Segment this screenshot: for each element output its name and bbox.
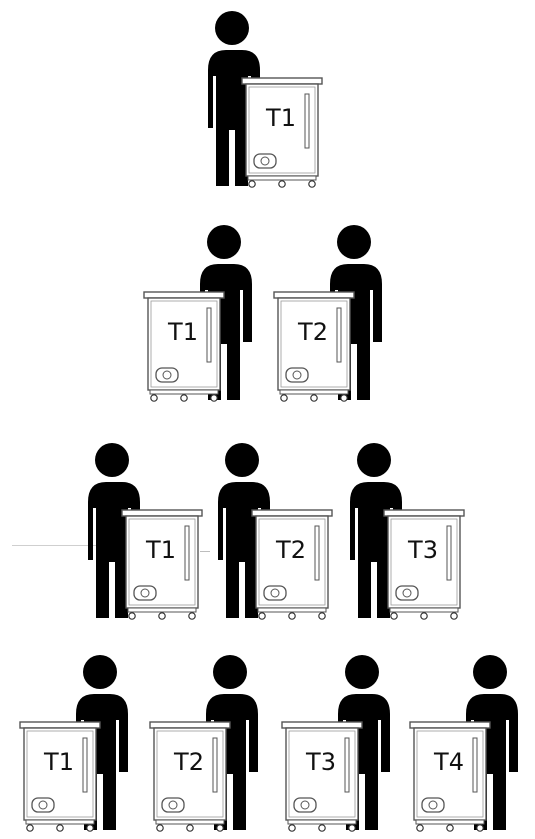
trolley-cart-icon — [281, 721, 363, 832]
trolley-label: T2 — [174, 748, 204, 776]
team-member-unit: T2 — [270, 222, 410, 402]
unit-figure — [350, 443, 465, 620]
trolley-label: T2 — [298, 318, 328, 346]
stray-line — [12, 545, 120, 546]
team-member-unit: T1 — [16, 652, 156, 832]
trolley-label: T3 — [306, 748, 336, 776]
trolley-cart-icon — [121, 509, 203, 620]
trolley-cart-icon — [383, 509, 465, 620]
stray-line — [200, 551, 210, 552]
trolley-label: T1 — [44, 748, 74, 776]
unit-figure — [409, 655, 518, 832]
trolley-cart-icon — [409, 721, 491, 832]
team-member-unit: T1 — [140, 222, 280, 402]
unit-figure — [149, 655, 258, 832]
trolley-label: T4 — [434, 748, 464, 776]
trolley-cart-icon — [241, 77, 323, 188]
team-member-unit: T3 — [278, 652, 418, 832]
unit-figure — [19, 655, 128, 832]
trolley-cart-icon — [19, 721, 101, 832]
trolley-label: T1 — [266, 104, 296, 132]
trolley-label: T3 — [408, 536, 438, 564]
trolley-label: T1 — [168, 318, 198, 346]
team-member-unit: T1 — [198, 8, 338, 188]
trolley-cart-icon — [251, 509, 333, 620]
team-member-unit: T2 — [208, 440, 348, 620]
unit-figure — [143, 225, 252, 402]
trolley-cart-icon — [149, 721, 231, 832]
trolley-cart-icon — [273, 291, 355, 402]
team-member-unit: T1 — [78, 440, 218, 620]
trolley-label: T1 — [146, 536, 176, 564]
team-member-unit: T4 — [406, 652, 535, 832]
unit-figure — [88, 443, 203, 620]
team-member-unit: T2 — [146, 652, 286, 832]
unit-figure — [218, 443, 333, 620]
unit-figure — [273, 225, 382, 402]
trolley-label: T2 — [276, 536, 306, 564]
unit-figure — [281, 655, 390, 832]
trolley-cart-icon — [143, 291, 225, 402]
unit-figure — [208, 11, 323, 188]
team-member-unit: T3 — [340, 440, 480, 620]
